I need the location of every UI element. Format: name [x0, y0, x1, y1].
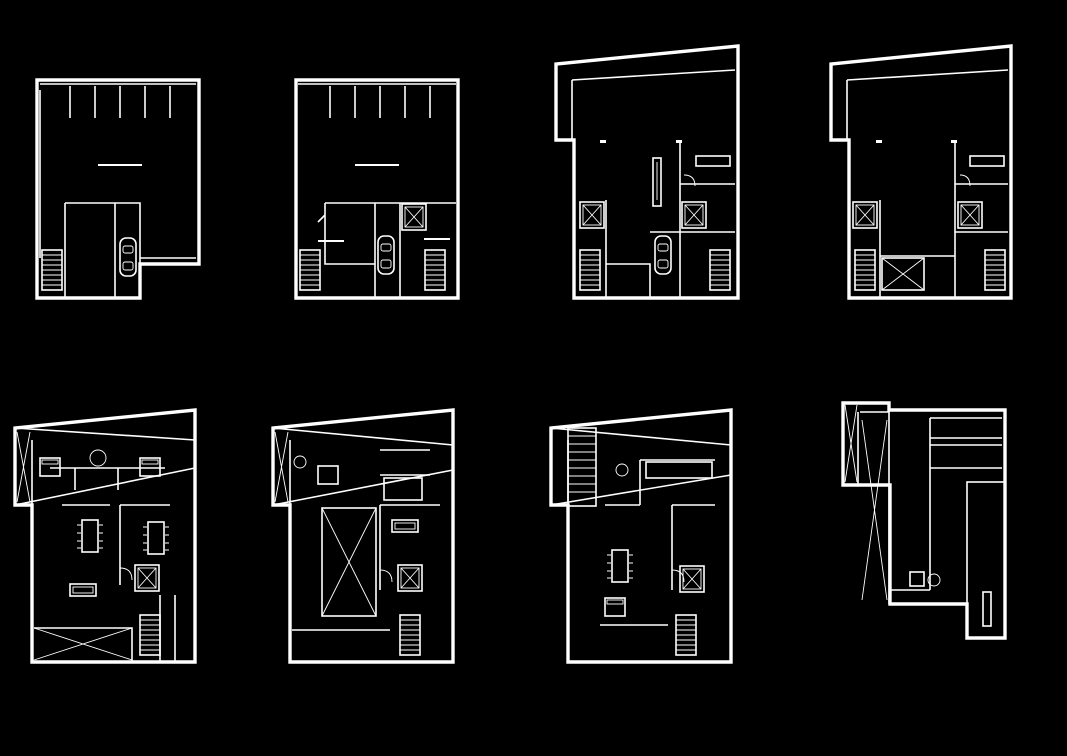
floor-plan-ground-2	[829, 44, 1013, 300]
floor-plan-parking-1	[35, 78, 201, 300]
floor-plan-ground-1	[554, 44, 740, 300]
floor-plan-apartment-3	[549, 408, 733, 664]
floor-plan-apartment-2	[271, 408, 455, 664]
floor-plan-parking-2	[294, 78, 460, 300]
floor-plan-roof	[841, 401, 1007, 640]
floor-plan-apartment-1	[13, 408, 197, 664]
